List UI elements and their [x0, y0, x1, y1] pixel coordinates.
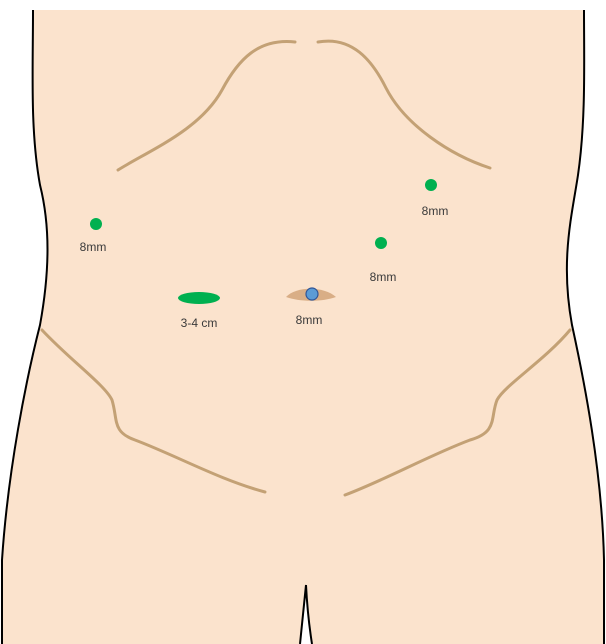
port-upper-right-label: 8mm — [422, 204, 449, 218]
port-umbilical-camera-marker — [306, 288, 318, 300]
port-left-lateral-label: 8mm — [80, 240, 107, 254]
extraction-incision-label: 3-4 cm — [181, 316, 218, 330]
torso-outline — [2, 10, 604, 644]
port-mid-right-marker — [375, 237, 387, 249]
port-left-lateral-marker — [90, 218, 102, 230]
port-umbilical-camera-label: 8mm — [296, 313, 323, 327]
port-mid-right-label: 8mm — [370, 270, 397, 284]
port-upper-right-marker — [425, 179, 437, 191]
extraction-incision-marker — [178, 292, 220, 304]
